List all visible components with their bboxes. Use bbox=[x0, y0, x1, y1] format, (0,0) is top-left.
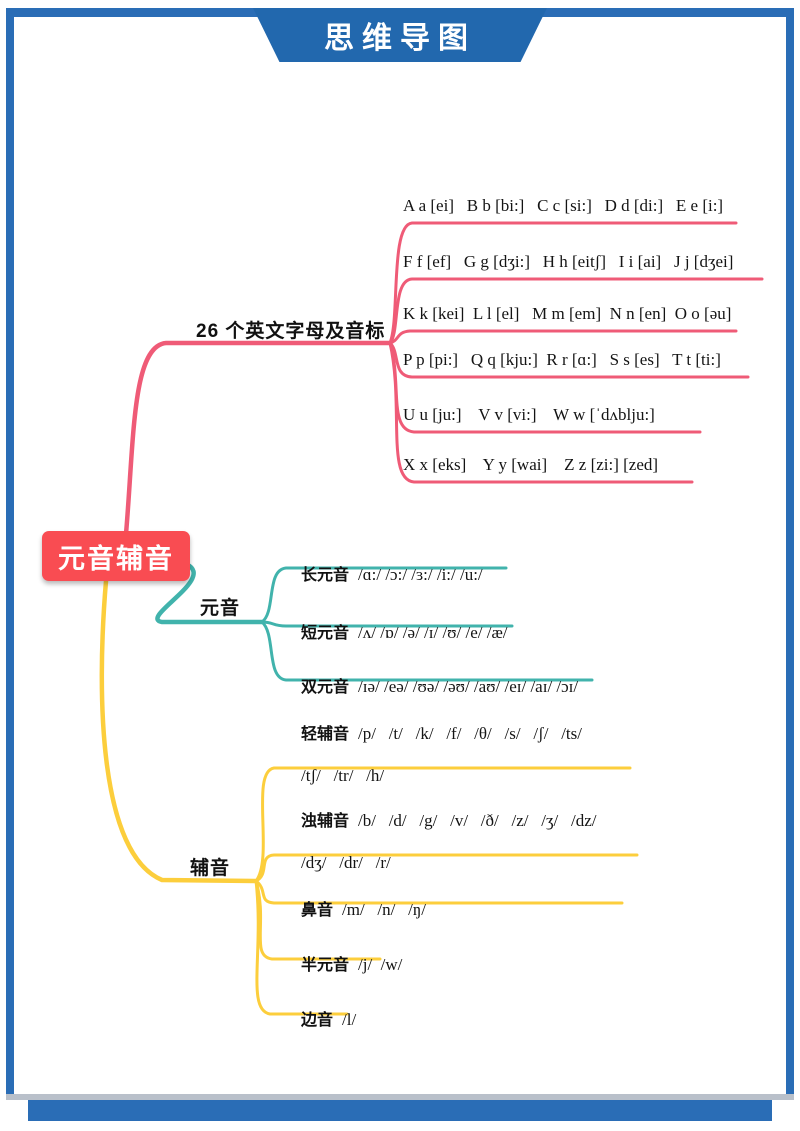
leaf-lateral: 边音/l/ bbox=[284, 987, 356, 1054]
leaf-short-vowels-text: /ʌ/ /ɒ/ /ə/ /ɪ/ /ʊ/ /e/ /æ/ bbox=[358, 623, 508, 642]
leaf-long-vowels-text: /ɑ:/ /ɔ:/ /ɜ:/ /i:/ /u:/ bbox=[358, 565, 483, 584]
branch-letters-lines bbox=[123, 221, 764, 537]
frame-left-border bbox=[6, 8, 14, 1100]
leaf-short-vowels: 短元音/ʌ/ /ɒ/ /ə/ /ɪ/ /ʊ/ /e/ /æ/ bbox=[284, 600, 508, 667]
leaf-diphthongs: 双元音/ɪə/ /eə/ /ʊə/ /əʊ/ /aʊ/ /eɪ/ /aɪ/ /ɔ… bbox=[284, 654, 578, 721]
leaf-voiceless-text2: /tʃ/ /tr/ /h/ bbox=[301, 766, 385, 785]
page-title: 思维导图 bbox=[324, 22, 476, 55]
leaf-voiceless-label: 轻辅音 bbox=[301, 726, 350, 743]
leaf-voiced-consonants-line2: /dʒ/ /dr/ /r/ bbox=[284, 830, 391, 896]
leaf-nasals: 鼻音/m/ /n/ /ŋ/ bbox=[284, 877, 426, 944]
leaf-semivowels: 半元音/j/ /w/ bbox=[284, 932, 402, 999]
leaf-letters-2: F f [ef] G g [dʒi:] H h [eitʃ] I i [ai] … bbox=[403, 252, 734, 271]
leaf-long-vowels-label: 长元音 bbox=[301, 567, 350, 584]
branch-vowels-lines bbox=[155, 561, 594, 682]
footer-blue-bar bbox=[28, 1100, 772, 1121]
leaf-semivowels-text: /j/ /w/ bbox=[358, 955, 403, 974]
branch-label-letters: 26 个英文字母及音标 bbox=[196, 321, 386, 342]
leaf-lateral-label: 边音 bbox=[301, 1012, 334, 1029]
branch-label-consonants: 辅音 bbox=[190, 858, 231, 879]
leaf-letters-6: X x [eks] Y y [wai] Z z [zi:] [zed] bbox=[403, 455, 659, 474]
leaf-short-vowels-label: 短元音 bbox=[301, 625, 350, 642]
root-label: 元音辅音 bbox=[58, 543, 174, 574]
leaf-letters-4: P p [pi:] Q q [kju:] R r [ɑ:] S s [es] T… bbox=[403, 350, 721, 369]
leaf-voiced-label: 浊辅音 bbox=[301, 813, 350, 830]
leaf-voiced-text: /b/ /d/ /g/ /v/ /ð/ /z/ /ʒ/ /dz/ bbox=[358, 811, 597, 830]
leaf-voiced-text2: /dʒ/ /dr/ /r/ bbox=[301, 853, 391, 872]
frame-right-border bbox=[786, 8, 794, 1100]
leaf-voiceless-consonants: 轻辅音/p/ /t/ /k/ /f/ /θ/ /s/ /ʃ/ /ts/ bbox=[284, 701, 582, 768]
leaf-semivowels-label: 半元音 bbox=[301, 957, 350, 974]
leaf-diphthongs-label: 双元音 bbox=[301, 679, 350, 696]
leaf-nasals-text: /m/ /n/ /ŋ/ bbox=[342, 900, 426, 919]
root-node: 元音辅音 bbox=[42, 531, 190, 581]
leaf-voiceless-text: /p/ /t/ /k/ /f/ /θ/ /s/ /ʃ/ /ts/ bbox=[358, 724, 582, 743]
leaf-letters-1: A a [ei] B b [bi:] C c [si:] D d [di:] E… bbox=[403, 196, 724, 215]
leaf-letters-5: U u [ju:] V v [vi:] W w [ˈdʌblju:] bbox=[403, 405, 655, 424]
leaf-letters-3: K k [kei] L l [el] M m [em] N n [en] O o… bbox=[403, 304, 732, 323]
leaf-voiced-consonants: 浊辅音/b/ /d/ /g/ /v/ /ð/ /z/ /ʒ/ /dz/ bbox=[284, 788, 596, 855]
leaf-long-vowels: 长元音/ɑ:/ /ɔ:/ /ɜ:/ /i:/ /u:/ bbox=[284, 542, 483, 609]
leaf-nasals-label: 鼻音 bbox=[301, 902, 334, 919]
branch-consonants-lines bbox=[99, 578, 639, 1016]
footer-gray-bar bbox=[6, 1094, 794, 1100]
title-banner: 思维导图 bbox=[253, 8, 547, 62]
leaf-voiceless-consonants-line2: /tʃ/ /tr/ /h/ bbox=[284, 743, 384, 809]
branch-label-vowels: 元音 bbox=[200, 598, 241, 619]
leaf-diphthongs-text: /ɪə/ /eə/ /ʊə/ /əʊ/ /aʊ/ /eɪ/ /aɪ/ /ɔɪ/ bbox=[358, 677, 579, 696]
leaf-lateral-text: /l/ bbox=[342, 1010, 357, 1029]
